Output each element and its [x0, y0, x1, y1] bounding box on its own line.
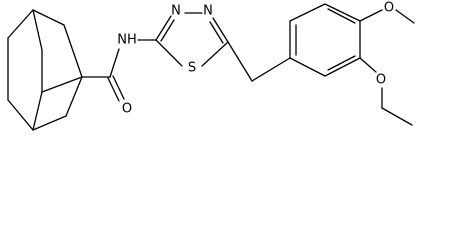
- bond: [32, 9, 65, 26]
- bond: [251, 57, 291, 82]
- methylene-bridge: [227, 41, 291, 82]
- benzene-ring: [289, 3, 361, 77]
- bond: [109, 48, 120, 78]
- adamantane-cage: [7, 9, 83, 131]
- methoxy-groups: [359, 9, 415, 126]
- bond: [359, 57, 377, 73]
- thiadiazole-n3-label: N: [171, 4, 181, 19]
- bond: [289, 3, 326, 22]
- bond: [359, 9, 383, 22]
- double-bond: [209, 21, 224, 44]
- bond: [32, 115, 67, 131]
- double-bond: [160, 19, 175, 42]
- carbonyl-double-bond: [107, 77, 120, 102]
- bond: [32, 91, 43, 131]
- carbonyl-oxygen-label: O: [122, 102, 132, 117]
- bond: [324, 57, 361, 77]
- aromatic-double-bond: [327, 8, 356, 24]
- thiadiazole-sulfur-label: S: [188, 61, 196, 76]
- thiadiazole-ring: [155, 12, 229, 67]
- bond: [41, 76, 83, 93]
- methoxy-oxygen-top-label: O: [384, 1, 394, 16]
- bond: [65, 76, 83, 117]
- bond: [63, 24, 83, 78]
- bond: [227, 41, 253, 82]
- methoxy-oxygen-bottom-label: O: [376, 73, 386, 88]
- amide-nh-label: NH: [117, 33, 137, 48]
- bond: [32, 9, 43, 51]
- bond: [155, 39, 183, 67]
- bond: [201, 41, 229, 67]
- thiadiazole-n4-label: N: [203, 4, 213, 19]
- carbonyl-double-bond: [112, 75, 125, 100]
- aromatic-double-bond: [327, 55, 356, 71]
- bond: [212, 17, 229, 43]
- bond: [324, 3, 361, 22]
- bond: [381, 107, 413, 126]
- bond: [155, 15, 172, 41]
- bond: [289, 57, 326, 77]
- bond: [7, 99, 34, 131]
- bond: [395, 9, 415, 24]
- molecule-structure-diagram: NH O N N S O O: [7, 1, 415, 131]
- amide-group: [81, 39, 157, 102]
- bond: [7, 9, 34, 39]
